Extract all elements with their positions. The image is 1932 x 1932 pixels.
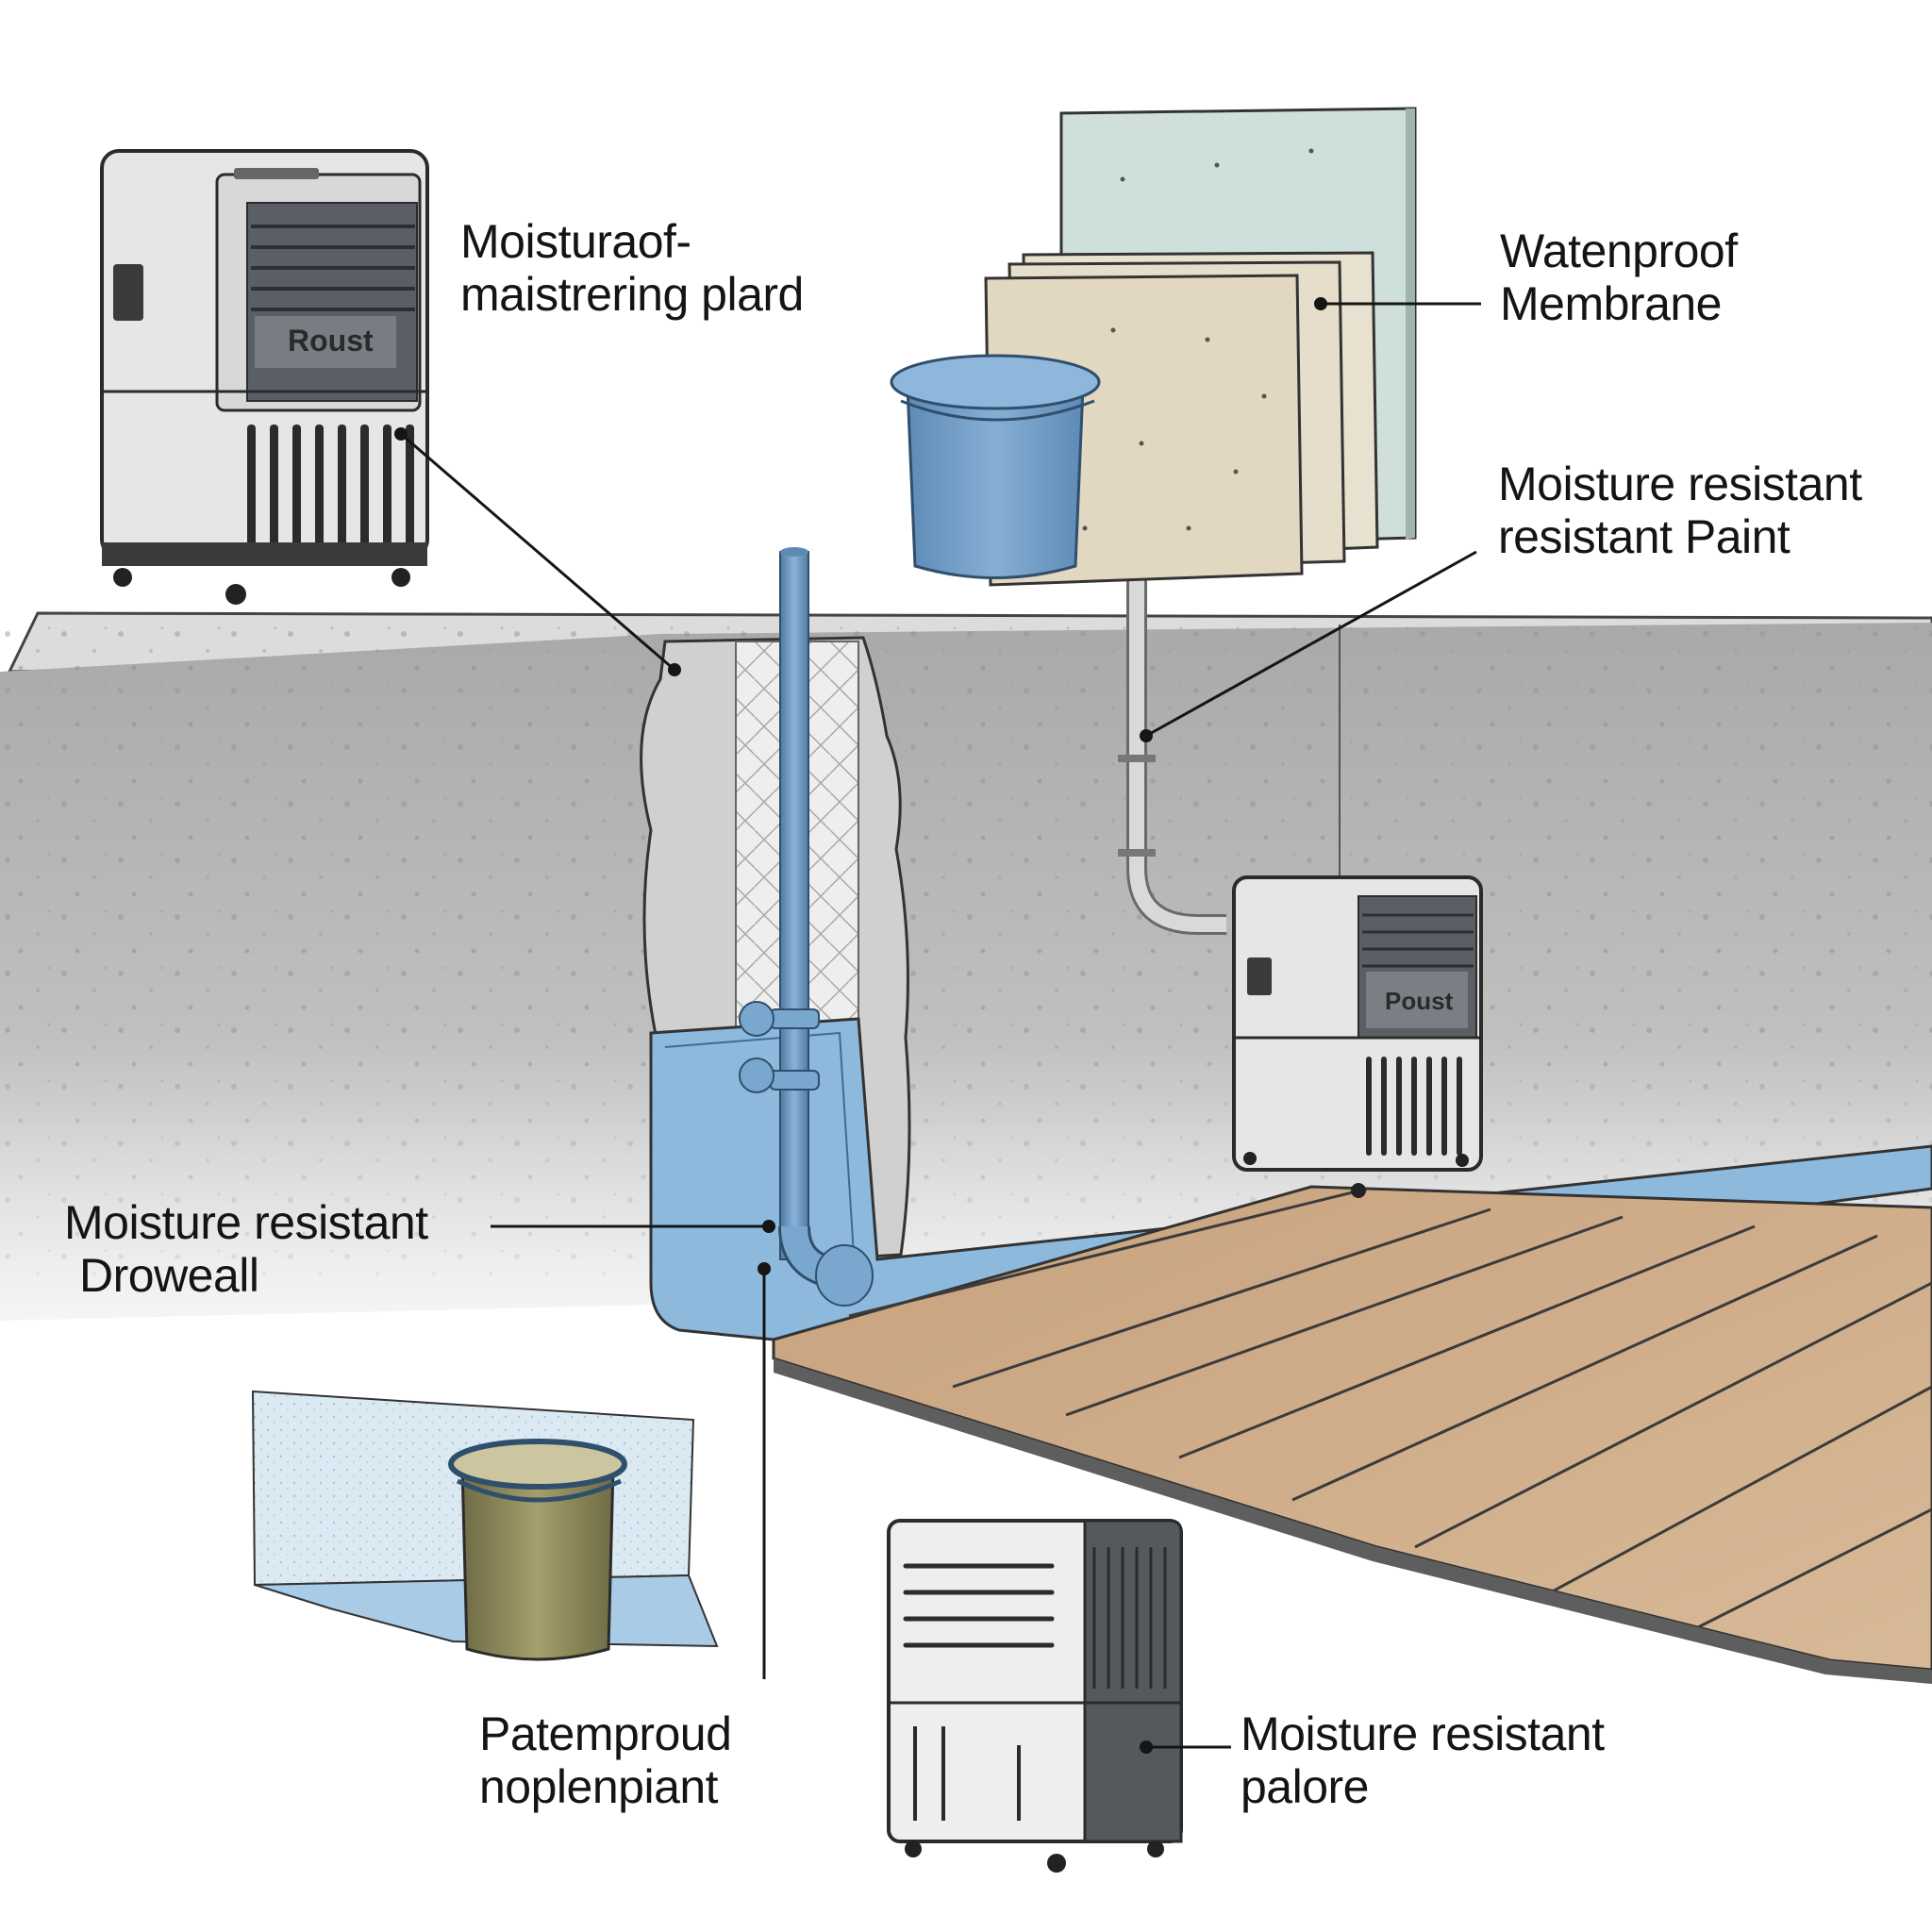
dehumidifier-icon: Poust <box>1232 875 1483 1198</box>
dehumidifier-icon <box>887 1519 1183 1873</box>
drain-pipe-icon <box>739 547 874 1307</box>
dehumidifier-icon: Roust <box>100 149 429 605</box>
brand-label-mid: Poust <box>1385 987 1454 1015</box>
membrane-lining <box>649 1017 1932 1341</box>
callout-line: Moisture resistant <box>64 1196 428 1249</box>
callout-line: palore <box>1241 1760 1369 1813</box>
bucket-icon <box>448 1439 627 1661</box>
callout-palore: Moisture resistant palore <box>1241 1707 1605 1813</box>
callout-line: Moisture resistant <box>1241 1707 1605 1760</box>
callout-line: Moisture resistant <box>1498 458 1862 510</box>
callout-paint: Moisture resistant resistant Paint <box>1498 458 1862 563</box>
callout-patemproud: Patemproud noplenpiant <box>479 1707 732 1813</box>
bucket-icon <box>890 354 1101 579</box>
callout-line: Watenproof <box>1500 225 1738 277</box>
callout-line: noplenpiant <box>479 1760 719 1813</box>
callout-line: Droweall <box>79 1249 259 1302</box>
callout-membrane: Watenproof Membrane <box>1500 225 1738 330</box>
callout-line: Moisturaof- <box>460 215 691 268</box>
callout-line: Patemproud <box>479 1707 732 1760</box>
panel-stack-icon <box>984 107 1417 587</box>
callout-line: resistant Paint <box>1498 510 1790 563</box>
leader-lines <box>400 302 1481 1749</box>
callout-droweall: Moisture resistant Droweall <box>64 1196 428 1302</box>
callout-moisturaof: Moisturaof- maistrering plard <box>460 215 804 321</box>
callout-line: Membrane <box>1500 277 1722 330</box>
callout-line: maistrering plard <box>460 268 804 321</box>
brand-label-top: Roust <box>288 324 374 358</box>
